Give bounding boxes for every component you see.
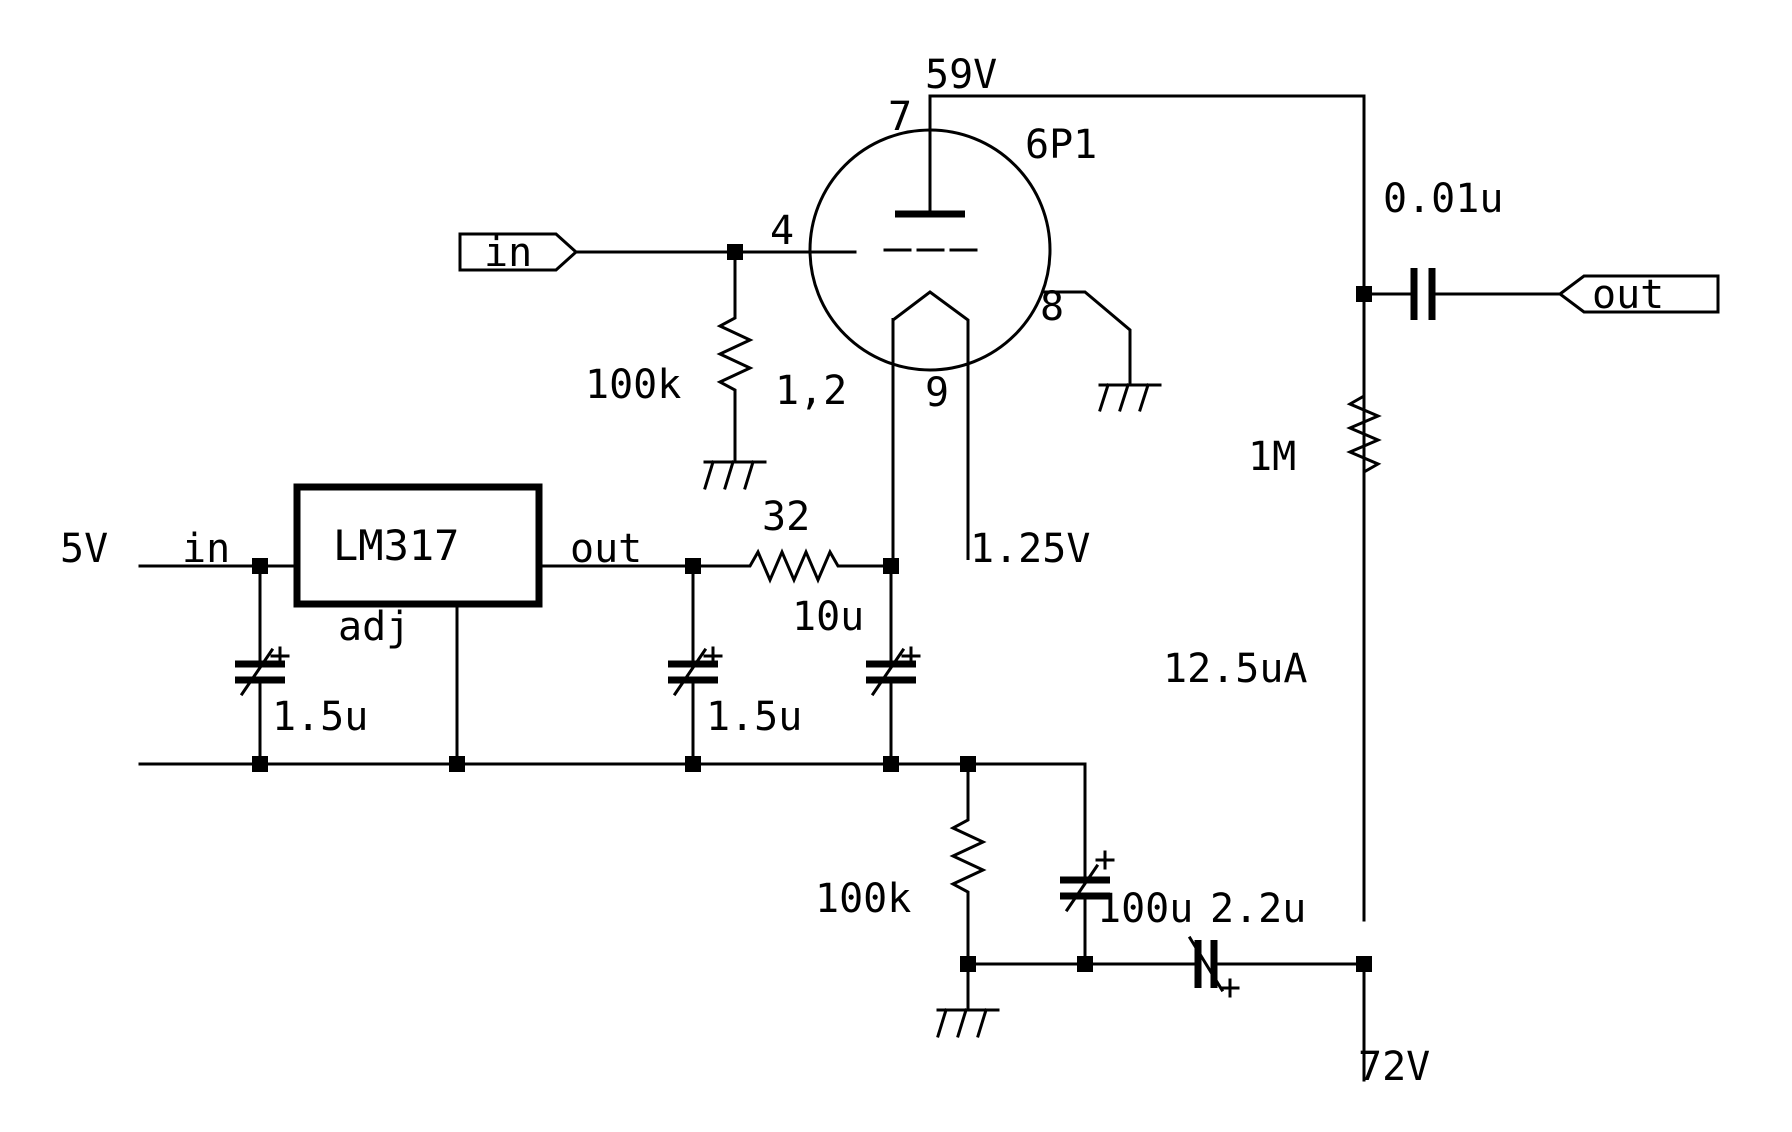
common-bus bbox=[138, 762, 1087, 880]
filament-voltage-label: 1.25V bbox=[970, 526, 1090, 572]
tube-name-label: 6P1 bbox=[1025, 122, 1097, 168]
plate-voltage-label: 59V bbox=[925, 52, 997, 98]
input-supply-label: 5V bbox=[60, 526, 108, 572]
cathode-cap-label: 100u bbox=[1097, 886, 1193, 932]
cathode-resistor bbox=[949, 764, 987, 962]
grid-resistor-label: 100k bbox=[585, 362, 681, 408]
input-port bbox=[458, 232, 579, 272]
regulator-in-label: in bbox=[182, 526, 230, 572]
plate-pin-label: 7 bbox=[888, 94, 912, 140]
regulator-out-label: out bbox=[570, 526, 642, 572]
input-port-label: in bbox=[484, 230, 532, 276]
supply-voltage-label: 72V bbox=[1358, 1044, 1430, 1090]
ground-symbol bbox=[703, 460, 767, 490]
node-bus-2 bbox=[449, 756, 465, 772]
output-capacitor bbox=[1362, 268, 1562, 320]
screen-lead bbox=[1043, 290, 1132, 387]
filament-resistor bbox=[740, 548, 891, 584]
filament-resistor-label: 32 bbox=[762, 494, 810, 540]
regulator-output-capacitor bbox=[668, 564, 723, 766]
load-resistor-label: 1M bbox=[1248, 434, 1296, 480]
vacuum-tube bbox=[808, 94, 1132, 560]
grid-pin-label: 4 bbox=[770, 208, 794, 254]
output-cap-label: 0.01u bbox=[1383, 176, 1503, 222]
regulator-name-label: LM317 bbox=[333, 521, 459, 570]
filament bbox=[891, 290, 970, 560]
cathode-resistor-label: 100k bbox=[815, 876, 911, 922]
node-bus-1 bbox=[252, 756, 268, 772]
supply-cap-label: 2.2u bbox=[1210, 886, 1306, 932]
screen-pin-label: 8 bbox=[1040, 284, 1064, 330]
load-resistor bbox=[1346, 382, 1382, 482]
grid-resistor bbox=[716, 252, 754, 462]
node-bus-4 bbox=[883, 756, 899, 772]
filament-capacitor bbox=[866, 564, 921, 766]
plate-rail bbox=[928, 94, 1366, 922]
filament-cap-label: 10u bbox=[792, 594, 864, 640]
ground-symbol bbox=[1098, 383, 1162, 412]
input-cap-label: 1.5u bbox=[272, 694, 368, 740]
node-cathode-2 bbox=[1077, 956, 1093, 972]
lm317-box bbox=[293, 483, 543, 608]
filament-pins-label: 1,2 bbox=[775, 368, 847, 414]
regulator-adj-label: adj bbox=[338, 604, 410, 650]
regulator-output-cap-label: 1.5u bbox=[706, 694, 802, 740]
cathode-capacitor bbox=[1060, 850, 1115, 966]
input-capacitor bbox=[235, 564, 290, 766]
filament-pin-label: 9 bbox=[925, 370, 949, 416]
supply-capacitor bbox=[1187, 935, 1366, 998]
output-port bbox=[1557, 274, 1720, 314]
output-port-label: out bbox=[1592, 272, 1664, 318]
ground-symbol bbox=[936, 1008, 1000, 1038]
node-bus-3 bbox=[685, 756, 701, 772]
current-label: 12.5uA bbox=[1163, 646, 1308, 692]
